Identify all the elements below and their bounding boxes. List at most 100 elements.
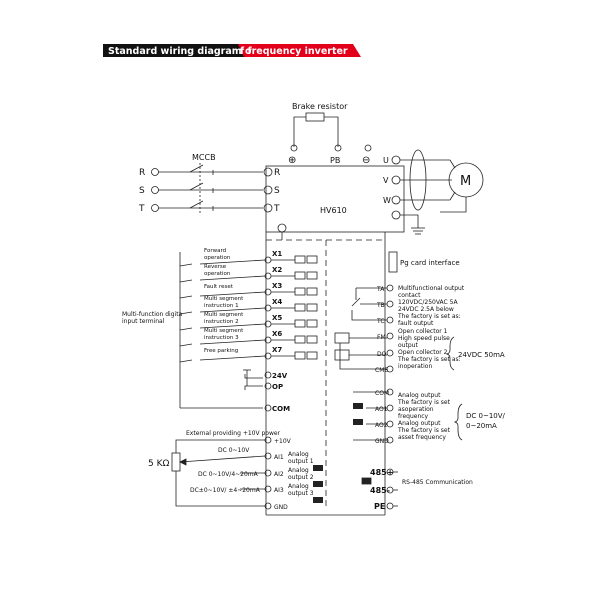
terminal-com [264, 404, 272, 412]
title-part2: f frequency inverter [240, 46, 348, 57]
optocoupler-x3 [294, 287, 306, 296]
title-part1: Standard wiring diagram o [108, 46, 252, 57]
label-x6: X6 [272, 330, 282, 338]
label-ai2: AI2 [274, 471, 284, 478]
labels: Brake resistor MCCB R S T R S T ⊕ PB ⊖ U… [122, 102, 471, 325]
out-w-label: W [383, 196, 391, 205]
optocoupler-x7 [294, 351, 306, 360]
out-v-label: V [383, 176, 389, 185]
input-s-label: S [139, 186, 145, 196]
input-desc-x5: Multi segment [204, 312, 244, 318]
label-x1: X1 [272, 250, 282, 258]
ai-text-4: Analog [288, 483, 309, 490]
label-x4: X4 [272, 298, 282, 306]
terminal-s [263, 185, 273, 195]
input-desc-x3: Fault reset [204, 284, 234, 290]
label-24v: 24V [272, 372, 288, 380]
label-cme: CME [375, 367, 388, 374]
multi-function-label-1: Multi-function digita [122, 311, 183, 318]
oc-text-1: High speed pulse [398, 335, 450, 342]
analog-output [353, 388, 463, 444]
ai-src-1: DC 0~10V/4~20mA [198, 471, 259, 478]
mains-input [151, 163, 287, 240]
brake-wire-right [324, 116, 339, 147]
relay-text-3: 24VDC 2.5A below [398, 306, 454, 313]
inv-r-label: R [274, 168, 280, 178]
digital-input-wiring [179, 255, 318, 363]
pb-terminal [334, 144, 342, 152]
optocoupler-x4 [294, 303, 306, 312]
input-desc-x1: Forward [204, 248, 226, 254]
ai-text-3: output 2 [288, 474, 314, 481]
minus-symbol: ⊖ [362, 155, 370, 166]
title-band-black [103, 44, 248, 57]
optocoupler-x6 [294, 335, 306, 344]
model-label: HV610 [320, 206, 347, 215]
title-band-red [238, 44, 361, 57]
input-desc-x7: Free parking [204, 348, 238, 354]
label-pe: PE [374, 502, 385, 511]
ext-power-label: External providing +10V power [186, 430, 281, 437]
ai-src-2: DC±0~10V/ ±4~20mA [190, 487, 261, 494]
relay-text-5: fault output [398, 320, 434, 327]
rs485-port [361, 468, 398, 510]
terminal-ground-in [277, 223, 287, 233]
pg-card-label: Pg card interface [400, 259, 460, 267]
relay-output [351, 284, 394, 324]
ao-text-2: asoperation [398, 406, 434, 413]
label-tc: TC [376, 318, 385, 325]
oc-text-0: Open collector 1 [398, 328, 448, 335]
open-collector-output [334, 332, 455, 373]
input-desc-x4: Multi segment [204, 296, 244, 302]
relay-text-2: 120VDC/250VAC 5A [398, 299, 458, 306]
terminal-r [263, 167, 273, 177]
input-t-label: T [138, 204, 145, 214]
optocoupler-x5 [294, 319, 306, 328]
oc-text-5: inoperation [398, 363, 432, 370]
ao-text-5: The factory is set [397, 427, 451, 434]
label-ao1: AO1 [375, 406, 388, 413]
label-com: COM [272, 405, 290, 413]
inverter-power-block [265, 165, 405, 233]
plus-symbol: ⊕ [288, 155, 296, 166]
label-x5: X5 [272, 314, 282, 322]
oc-text-2: output [398, 342, 418, 349]
label-ao-com: COM [375, 390, 389, 397]
input-desc-x6: Multi segment [204, 328, 244, 334]
multi-function-label-2: input terminal [122, 318, 165, 325]
ao-text-4: Analog output [398, 420, 441, 427]
label-x7: X7 [272, 346, 282, 354]
brake-resistor-label: Brake resistor [292, 102, 348, 111]
terminal-ground-out [391, 210, 401, 220]
label-10v: +10V [274, 438, 292, 445]
input-desc-x6: instruction 3 [204, 335, 239, 341]
dc-plus-terminal [290, 144, 298, 152]
motor-label: M [460, 174, 471, 189]
terminal-24v [264, 371, 272, 379]
ai-text-5: output 3 [288, 490, 314, 497]
potentiometer [171, 452, 181, 472]
inv-t-label: T [273, 204, 280, 214]
relay-text-0: Multifunctional output [398, 285, 465, 292]
ao-spec-1: DC 0~10V/ [466, 412, 506, 420]
terminal-w [391, 195, 401, 205]
input-desc-x2: Reverse [204, 264, 227, 270]
ao-spec-2: 0~20mA [466, 422, 497, 430]
dc24-spec: 24VDC 50mA [458, 351, 505, 359]
input-r-label: R [139, 168, 145, 178]
input-desc-x2: operation [204, 271, 231, 277]
relay-text-4: The factory is set as: [397, 313, 461, 320]
ao-text-3: frequency [398, 413, 429, 420]
out-u-label: U [383, 156, 389, 165]
oc-text-4: The factory is set as: [397, 356, 461, 363]
optocoupler-x2 [294, 271, 306, 280]
dc-minus-terminal [364, 144, 372, 152]
ai-src-0: DC 0~10V [218, 447, 250, 454]
label-op: OP [272, 383, 283, 391]
label-ao-gnd: GND [375, 438, 389, 445]
terminal-t [263, 203, 273, 213]
optocoupler-x1 [294, 255, 306, 264]
ai-text-0: Analog [288, 451, 309, 458]
motor-output [391, 149, 484, 235]
